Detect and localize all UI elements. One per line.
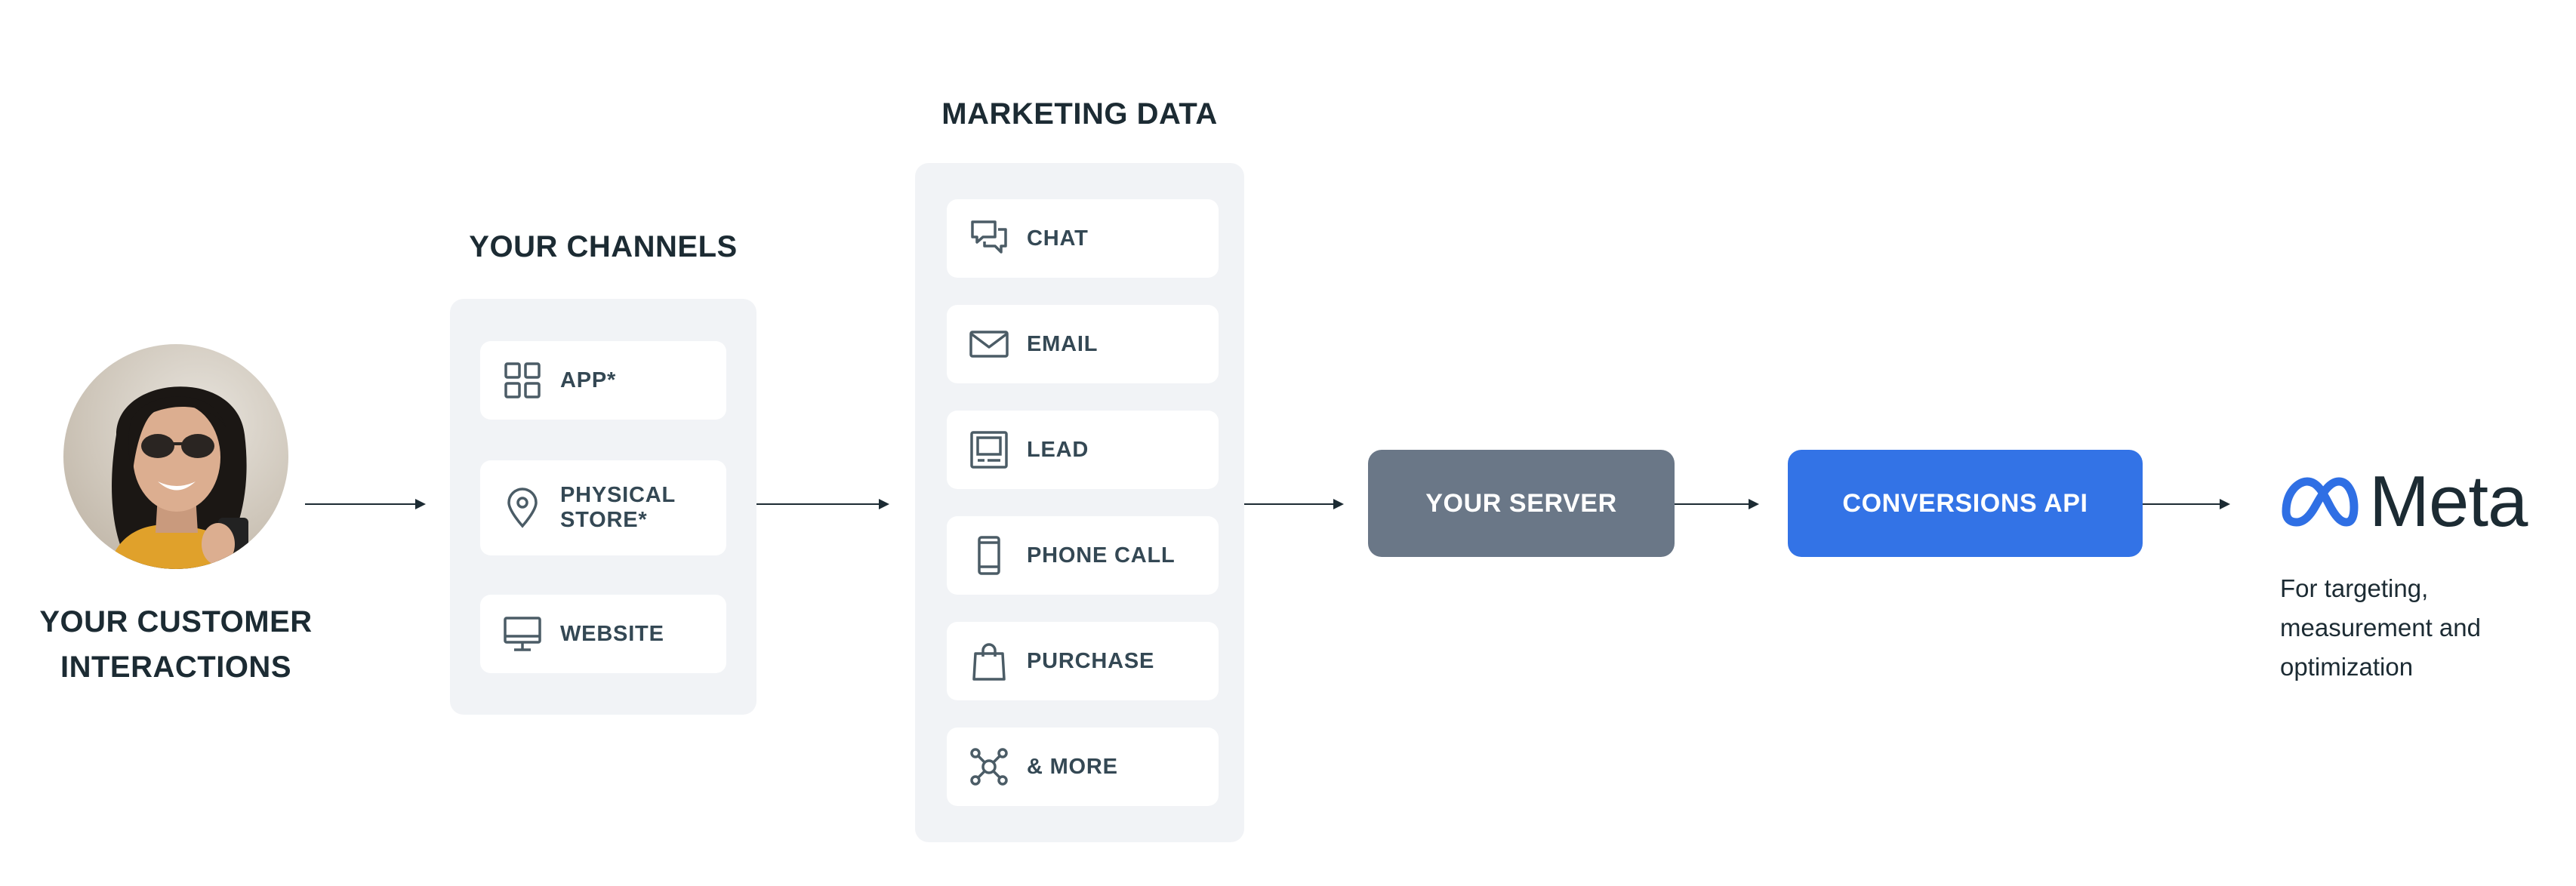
- arrow-conversions-to-meta: [2143, 499, 2230, 509]
- customer-heading-line1: YOUR CUSTOMER: [39, 605, 313, 638]
- envelope-icon: [966, 321, 1012, 367]
- marketing-card-chat[interactable]: CHAT: [947, 199, 1219, 278]
- shopping-bag-icon: [966, 638, 1012, 684]
- meta-infinity-icon: [2282, 477, 2359, 527]
- channels-panel: APP* PHYSICAL STORE* WEBSITE: [450, 299, 756, 715]
- channel-label-line1: PHYSICAL: [560, 483, 676, 507]
- channel-label: WEBSITE: [560, 622, 664, 647]
- marketing-card-purchase[interactable]: PURCHASE: [947, 622, 1219, 700]
- channel-label-line2: STORE*: [560, 508, 648, 532]
- meta-wordmark: Meta: [2369, 461, 2528, 542]
- channel-card-app[interactable]: APP*: [480, 341, 726, 420]
- marketing-heading: MARKETING DATA: [941, 97, 1218, 131]
- monitor-icon: [500, 611, 545, 657]
- arrow-channels-to-marketing: [756, 499, 889, 509]
- lead-form-icon: [966, 427, 1012, 472]
- arrow-customer-to-channels: [305, 499, 426, 509]
- marketing-label: EMAIL: [1027, 331, 1098, 356]
- marketing-card-more[interactable]: & MORE: [947, 728, 1219, 806]
- meta-logo: Meta: [2280, 460, 2552, 543]
- network-icon: [966, 744, 1012, 789]
- meta-description-line3: optimization: [2280, 653, 2414, 681]
- app-grid-icon: [500, 358, 545, 403]
- meta-description: For targeting, measurement and optimizat…: [2280, 569, 2552, 687]
- customer-heading-line2: INTERACTIONS: [60, 651, 291, 684]
- channel-label-line1: WEBSITE: [560, 621, 664, 646]
- customer-photo-illustration: [109, 386, 252, 569]
- marketing-label: CHAT: [1027, 226, 1089, 251]
- chat-bubbles-icon: [966, 216, 1012, 261]
- channel-label: PHYSICAL STORE*: [560, 483, 676, 533]
- your-server-box: YOUR SERVER: [1368, 450, 1675, 557]
- marketing-label: PHONE CALL: [1027, 543, 1176, 568]
- location-pin-icon: [500, 485, 545, 531]
- marketing-label: & MORE: [1027, 754, 1118, 779]
- meta-description-line2: measurement and: [2280, 614, 2481, 641]
- phone-icon: [966, 533, 1012, 578]
- marketing-card-lead[interactable]: LEAD: [947, 411, 1219, 489]
- channel-label-line1: APP*: [560, 368, 617, 392]
- marketing-label: PURCHASE: [1027, 648, 1155, 673]
- marketing-label: LEAD: [1027, 437, 1089, 462]
- marketing-panel: CHAT EMAIL LEAD: [915, 163, 1244, 842]
- customer-photo: [63, 344, 288, 569]
- marketing-card-email[interactable]: EMAIL: [947, 305, 1219, 383]
- channels-heading: YOUR CHANNELS: [469, 230, 738, 263]
- channel-label: APP*: [560, 368, 616, 393]
- channel-card-physical-store[interactable]: PHYSICAL STORE*: [480, 460, 726, 555]
- channel-card-website[interactable]: WEBSITE: [480, 595, 726, 673]
- meta-description-line1: For targeting,: [2280, 574, 2429, 602]
- customer-heading: YOUR CUSTOMER INTERACTIONS: [23, 599, 329, 690]
- marketing-card-phone-call[interactable]: PHONE CALL: [947, 516, 1219, 595]
- arrow-marketing-to-server: [1244, 499, 1344, 509]
- arrow-server-to-conversions: [1675, 499, 1759, 509]
- conversions-api-box: CONVERSIONS API: [1788, 450, 2143, 557]
